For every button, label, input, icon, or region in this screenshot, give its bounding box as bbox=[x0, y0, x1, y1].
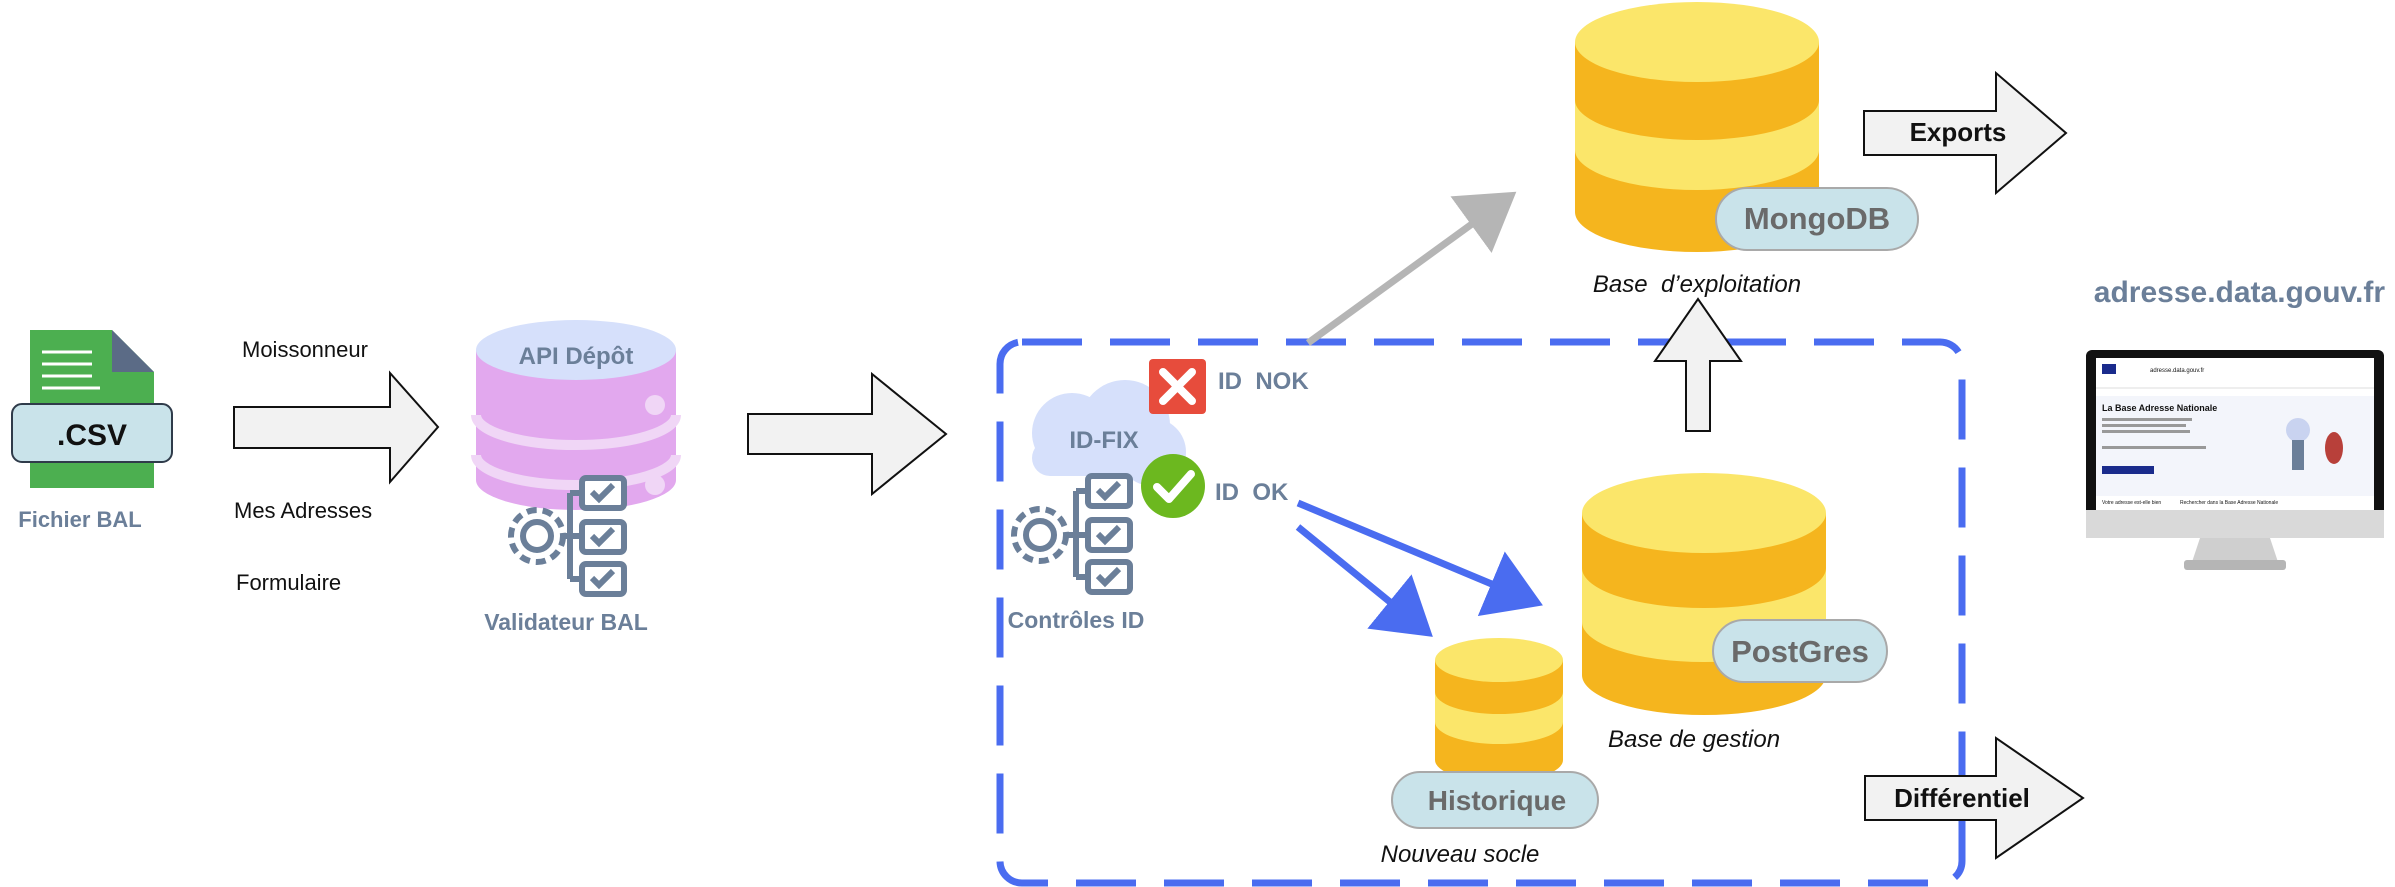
nok-to-mongo-arrow bbox=[1305, 191, 1517, 346]
csv-caption: Fichier BAL bbox=[18, 507, 141, 532]
website-screenshot: adresse.data.gouv.fr La Base Adresse Nat… bbox=[2096, 358, 2374, 506]
controls-caption: Contrôles ID bbox=[1008, 607, 1145, 633]
ok-check-icon bbox=[1141, 454, 1205, 518]
id-ok-label: ID OK bbox=[1215, 479, 1289, 506]
historique-label: Historique bbox=[1428, 785, 1566, 816]
validator-caption: Validateur BAL bbox=[484, 609, 648, 635]
ok-to-historique-arrow bbox=[1295, 524, 1433, 637]
postgres-pill bbox=[1712, 619, 1888, 683]
channel-formulaire: Formulaire bbox=[236, 570, 341, 595]
zone-caption: Nouveau socle bbox=[1381, 841, 1540, 868]
postgres-caption: Base de gestion bbox=[1608, 726, 1780, 753]
flow-arrow-2 bbox=[747, 371, 948, 497]
differentiel-label: Différentiel bbox=[1894, 783, 2030, 813]
api-depot-database-icon bbox=[471, 320, 681, 510]
postgres-to-mongo-arrow bbox=[1653, 297, 1743, 432]
svg-text:Votre adresse est-elle bien: Votre adresse est-elle bien bbox=[2102, 500, 2161, 506]
differentiel-arrow bbox=[1864, 736, 2085, 860]
controls-gear-icon bbox=[1011, 473, 1133, 595]
id-fix-label: ID-FIX bbox=[1069, 427, 1138, 454]
historique-database-icon bbox=[1435, 638, 1563, 782]
mongodb-label: MongoDB bbox=[1744, 201, 1890, 236]
flow-arrow-1 bbox=[233, 370, 440, 485]
historique-pill bbox=[1391, 771, 1599, 829]
ok-to-postgres-arrow bbox=[1296, 499, 1543, 617]
mongodb-pill bbox=[1715, 187, 1919, 251]
exports-label: Exports bbox=[1910, 117, 2007, 147]
svg-text:Rechercher dans la Base Adress: Rechercher dans la Base Adresse National… bbox=[2180, 500, 2278, 506]
mongodb-caption: Base d’exploitation bbox=[1593, 271, 1801, 298]
id-nok-label: ID NOK bbox=[1218, 368, 1309, 395]
csv-file-icon bbox=[11, 330, 173, 488]
nouveau-socle-zone bbox=[996, 338, 1966, 887]
validation-gear-icon bbox=[508, 475, 627, 597]
svg-text:adresse.data.gouv.fr: adresse.data.gouv.fr bbox=[2150, 368, 2204, 374]
postgres-database-icon bbox=[1582, 473, 1826, 715]
csv-label: .CSV bbox=[57, 419, 127, 452]
svg-text:La Base Adresse Nationale: La Base Adresse Nationale bbox=[2102, 403, 2217, 413]
exports-arrow bbox=[1863, 70, 2068, 196]
id-fix-cloud-icon bbox=[1032, 380, 1186, 486]
channel-moissonneur: Moissonneur bbox=[242, 337, 368, 362]
channel-mes-adresses: Mes Adresses bbox=[234, 498, 372, 523]
website-url: adresse.data.gouv.fr bbox=[2094, 276, 2386, 309]
nok-cross-icon bbox=[1149, 359, 1206, 414]
api-depot-label: API Dépôt bbox=[519, 343, 634, 370]
postgres-label: PostGres bbox=[1731, 634, 1869, 669]
